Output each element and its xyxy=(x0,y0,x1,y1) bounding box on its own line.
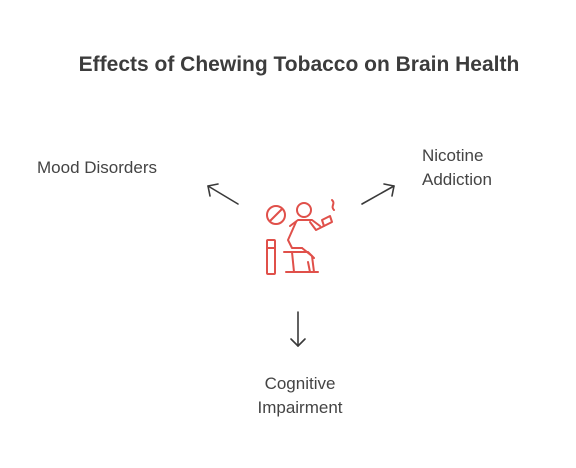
node-mood-disorders: Mood Disorders xyxy=(37,156,157,180)
diagram-title: Effects of Chewing Tobacco on Brain Heal… xyxy=(78,53,520,76)
arrow-to-mood-disorders xyxy=(207,183,239,205)
tobacco-pouch-icon xyxy=(321,215,333,227)
smoke-icon xyxy=(331,199,335,211)
node-cognitive-impairment-line1: Cognitive xyxy=(264,374,336,393)
arrow-to-cognitive-impairment xyxy=(290,311,306,347)
prohibited-sign-icon xyxy=(266,205,286,225)
node-mood-disorders-label: Mood Disorders xyxy=(37,158,157,177)
node-nicotine-addiction-line1: Nicotine xyxy=(422,146,484,165)
stool-icon xyxy=(266,239,276,275)
person-head-icon xyxy=(296,202,312,218)
person-arm-icon xyxy=(309,221,325,231)
arrow-to-nicotine-addiction xyxy=(361,183,395,205)
person-chewing-tobacco-icon xyxy=(266,199,335,275)
chair-leg-icon xyxy=(291,251,295,273)
node-cognitive-impairment-line2: Impairment xyxy=(257,398,343,417)
person-leg-front-icon xyxy=(301,247,315,273)
node-cognitive-impairment: Cognitive Impairment xyxy=(200,372,400,420)
node-nicotine-addiction-line2: Addiction xyxy=(422,170,492,189)
node-nicotine-addiction: Nicotine Addiction xyxy=(422,144,492,192)
person-shoulders-icon xyxy=(289,219,321,227)
person-leg-back-icon xyxy=(307,261,311,273)
person-body-icon xyxy=(287,221,303,249)
